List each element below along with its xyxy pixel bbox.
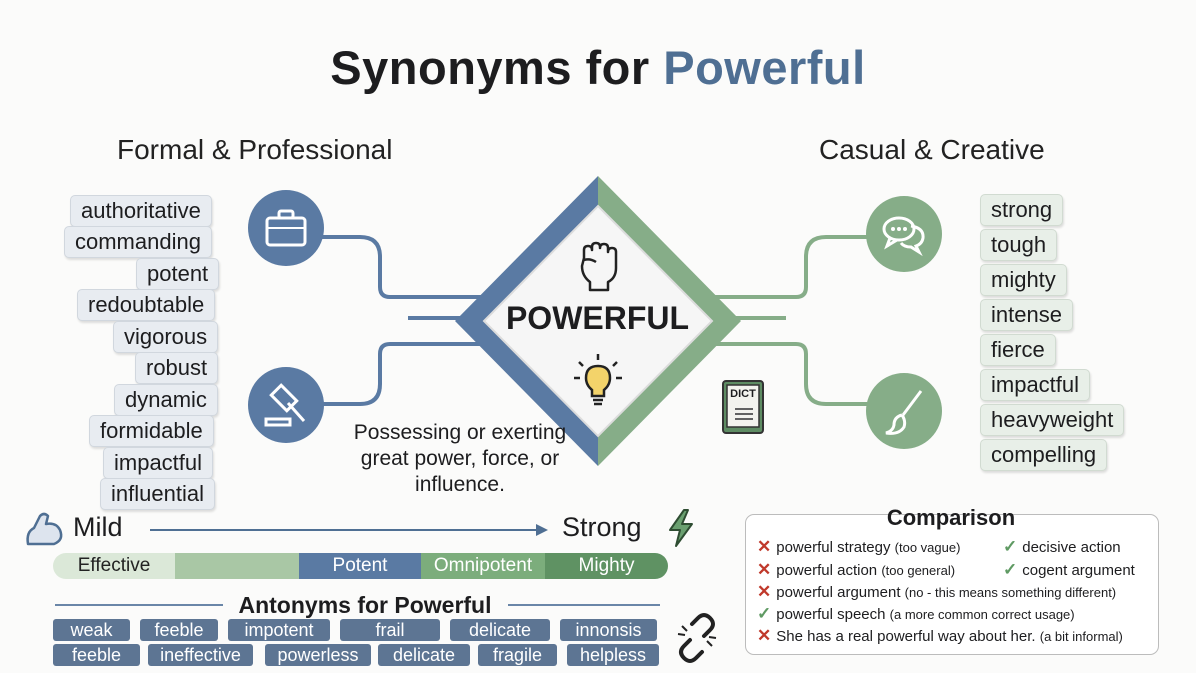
check-icon: ✓ bbox=[757, 604, 772, 623]
cross-icon: ✕ bbox=[757, 582, 772, 601]
formal-word: impactful bbox=[103, 447, 214, 479]
broken-chain-icon bbox=[677, 613, 717, 663]
casual-word: tough bbox=[980, 229, 1058, 261]
comparison-item-correct: ✓cogent argument bbox=[1003, 560, 1135, 579]
antonym-chip: frail bbox=[340, 619, 440, 641]
cross-icon: ✕ bbox=[757, 537, 772, 556]
page-title: Synonyms for Powerful bbox=[330, 41, 866, 94]
comparison-item-correct: ✓decisive action bbox=[1003, 537, 1121, 556]
casual-word: mighty bbox=[980, 264, 1067, 296]
raised-fist-icon bbox=[580, 241, 618, 292]
scale-segment-blank bbox=[175, 553, 299, 579]
antonym-chip: weak bbox=[53, 619, 130, 641]
antonym-divider-right bbox=[508, 604, 660, 606]
antonym-chip: feeble bbox=[140, 619, 218, 641]
check-icon: ✓ bbox=[1003, 560, 1018, 579]
scale-end-label: Strong bbox=[562, 512, 642, 542]
chat-icon-circle bbox=[866, 196, 942, 272]
antonym-chip: delicate bbox=[378, 644, 470, 666]
comparison-item-correct: ✓powerful speech (a more common correct … bbox=[757, 604, 1075, 623]
gavel-icon-circle bbox=[248, 367, 324, 443]
comparison-item-wrong: ✕powerful argument (no - this means some… bbox=[757, 582, 1117, 601]
flexed-arm-icon bbox=[26, 512, 63, 546]
formal-word: redoubtable bbox=[77, 289, 216, 321]
antonym-chip: fragile bbox=[478, 644, 557, 666]
formal-word: formidable bbox=[89, 415, 214, 447]
scale-start-label: Mild bbox=[73, 512, 123, 542]
connector-right-top bbox=[698, 235, 868, 299]
formal-word: authoritative bbox=[70, 195, 212, 227]
comparison-box bbox=[745, 514, 1159, 655]
scale-segment-mighty: Mighty bbox=[545, 553, 668, 579]
comparison-item-wrong: ✕She has a real powerful way about her. … bbox=[757, 626, 1123, 645]
formal-word: dynamic bbox=[114, 384, 218, 416]
connector-left-top bbox=[318, 235, 498, 299]
lightbulb-icon bbox=[574, 354, 622, 406]
antonym-chip: feeble bbox=[53, 644, 140, 666]
casual-word: compelling bbox=[980, 439, 1108, 471]
comparison-item-wrong: ✕powerful strategy (too vague) bbox=[757, 537, 961, 556]
casual-word: intense bbox=[980, 299, 1073, 331]
antonym-chip: ineffective bbox=[148, 644, 253, 666]
check-icon: ✓ bbox=[1003, 537, 1018, 556]
casual-heading: Casual & Creative bbox=[819, 134, 1045, 165]
formal-word: vigorous bbox=[113, 321, 219, 353]
gavel-icon bbox=[264, 383, 306, 427]
formal-word: potent bbox=[136, 258, 220, 290]
formal-word: influential bbox=[100, 478, 215, 510]
cross-icon: ✕ bbox=[757, 626, 772, 645]
antonym-chip: helpless bbox=[567, 644, 659, 666]
paintbrush-icon-circle bbox=[866, 373, 942, 449]
antonym-chip: powerless bbox=[265, 644, 371, 666]
chat-bubbles-icon bbox=[882, 216, 925, 257]
scale-segment-potent: Potent bbox=[299, 553, 421, 579]
dictionary-book-icon: DICT bbox=[721, 379, 767, 437]
lightning-bolt-icon bbox=[669, 509, 693, 547]
formal-word: robust bbox=[135, 352, 219, 384]
briefcase-icon-circle bbox=[248, 190, 324, 266]
diamond-inner bbox=[482, 204, 714, 438]
scale-segment-omnipotent: Omnipotent bbox=[421, 553, 545, 579]
formal-word: commanding bbox=[64, 226, 212, 258]
casual-word: impactful bbox=[980, 369, 1091, 401]
connector-right-bottom bbox=[698, 342, 868, 406]
connector-left-bottom bbox=[318, 342, 498, 406]
book-label: DICT bbox=[730, 388, 756, 400]
antonym-chip: impotent bbox=[228, 619, 330, 641]
cross-icon: ✕ bbox=[757, 560, 772, 579]
definition-text: Possessing or exerting great power, forc… bbox=[353, 421, 567, 496]
formal-heading: Formal & Professional bbox=[117, 134, 393, 165]
casual-word: heavyweight bbox=[980, 404, 1125, 436]
casual-word: strong bbox=[980, 194, 1064, 226]
briefcase-icon bbox=[265, 209, 307, 247]
antonyms-title: Antonyms for Powerful bbox=[238, 592, 492, 618]
casual-word: fierce bbox=[980, 334, 1056, 366]
antonym-divider-left bbox=[55, 604, 223, 606]
antonym-chip: delicate bbox=[450, 619, 550, 641]
comparison-item-wrong: ✕powerful action (too general) bbox=[757, 560, 956, 579]
center-word: POWERFUL bbox=[505, 300, 690, 336]
comparison-title: Comparison bbox=[886, 505, 1016, 530]
antonym-chip: innonsis bbox=[560, 619, 657, 641]
paintbrush-icon bbox=[885, 390, 923, 435]
scale-arrow bbox=[150, 524, 548, 536]
scale-segment-effective: Effective bbox=[53, 553, 175, 579]
